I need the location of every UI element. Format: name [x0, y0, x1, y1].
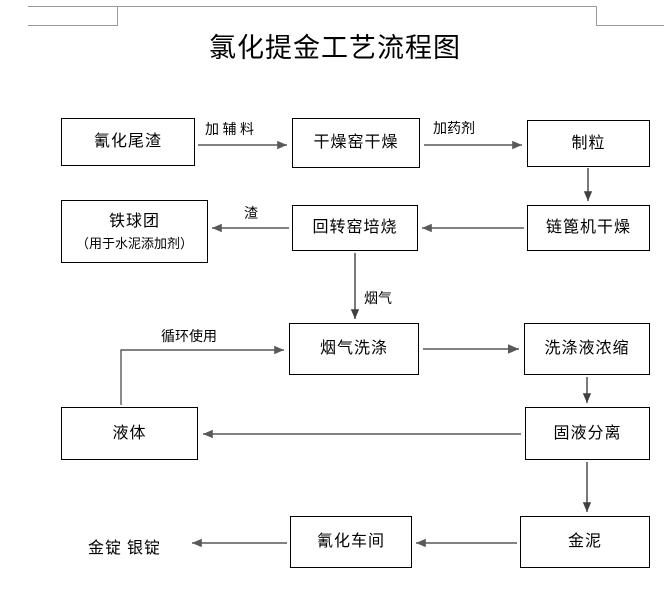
edge-label-slag: 渣 — [244, 207, 258, 222]
margin-mark-top-left-vertical — [117, 6, 118, 26]
node-washing-liquid-concentration[interactable]: 洗涤液浓缩 — [524, 323, 650, 375]
edge-label-add-auxiliary: 加 辅 料 — [205, 123, 254, 138]
node-label: 烟气洗涤 — [319, 340, 388, 358]
margin-mark-top-edge — [117, 6, 597, 7]
node-label: 液体 — [112, 424, 147, 442]
output-gold-silver-ingot: 金锭 银锭 — [88, 540, 162, 557]
node-label: 氰化尾渣 — [93, 133, 162, 151]
node-solid-liquid-separation[interactable]: 固液分离 — [525, 407, 650, 460]
edge-label-add-reagent: 加药剂 — [433, 122, 475, 137]
node-liquid[interactable]: 液体 — [61, 407, 198, 460]
node-label: 氰化车间 — [316, 533, 385, 551]
edge-label-flue-gas: 烟气 — [364, 292, 392, 307]
edge-label-recycle-use: 循环使用 — [161, 330, 217, 345]
node-label: 制粒 — [571, 134, 606, 152]
node-chain-grate-drying[interactable]: 链篦机干燥 — [527, 205, 650, 251]
arrow-liquid-to-flue-gas-washing — [120, 345, 284, 405]
margin-mark-top-left-horizontal — [28, 25, 118, 26]
node-sublabel: （用于水泥添加剂） — [75, 235, 193, 251]
node-label: 干燥窑干燥 — [313, 134, 399, 152]
margin-mark-top-left — [28, 6, 118, 27]
margin-mark-top-right-horizontal — [596, 25, 664, 26]
node-label: 铁球团 — [108, 212, 160, 230]
node-rotary-kiln-roasting[interactable]: 回转窑培烧 — [292, 205, 418, 251]
node-flue-gas-washing[interactable]: 烟气洗涤 — [289, 323, 419, 375]
page-title: 氯化提金工艺流程图 — [209, 33, 461, 63]
node-label: 固液分离 — [553, 424, 622, 442]
node-pelletizing[interactable]: 制粒 — [527, 120, 650, 167]
node-label: 洗涤液浓缩 — [544, 340, 630, 358]
node-cyanide-tailings[interactable]: 氰化尾渣 — [61, 118, 195, 166]
node-iron-pellet[interactable]: 铁球团 （用于水泥添加剂） — [61, 200, 208, 263]
node-cyanide-workshop[interactable]: 氰化车间 — [290, 516, 412, 568]
node-gold-mud[interactable]: 金泥 — [520, 516, 650, 568]
node-label: 金泥 — [567, 533, 602, 551]
margin-mark-top-right-vertical — [596, 6, 597, 26]
node-label: 链篦机干燥 — [545, 219, 631, 237]
node-drying-kiln[interactable]: 干燥窑干燥 — [292, 118, 420, 168]
node-label: 回转窑培烧 — [312, 219, 398, 237]
